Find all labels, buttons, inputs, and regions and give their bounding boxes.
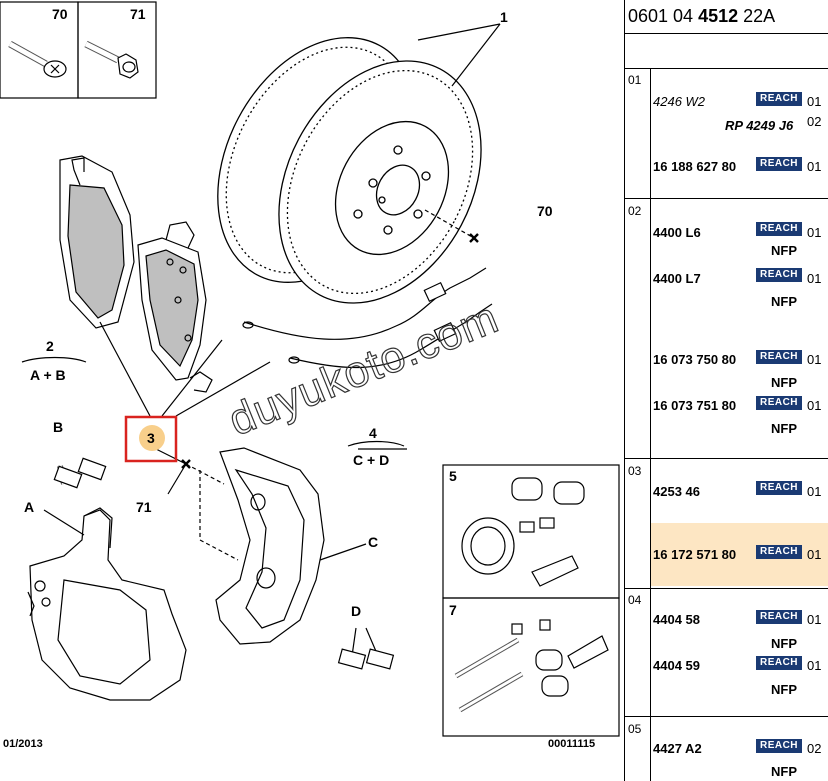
callout-a: A — [24, 499, 35, 515]
reach-badge: REACH — [756, 396, 802, 410]
document-reference: 0601 04 4512 22A — [628, 6, 775, 27]
nfp-note: NFP — [771, 294, 797, 309]
screw-70-icon — [8, 40, 67, 78]
callout-b: B — [53, 419, 64, 435]
group-divider — [650, 588, 651, 716]
part-ref[interactable]: 16 188 627 80 — [653, 159, 737, 174]
nfp-note: NFP — [771, 375, 797, 390]
reach-badge: REACH — [756, 610, 802, 624]
group-divider — [650, 716, 651, 781]
part-ref[interactable]: RP 4249 J6 — [725, 118, 794, 133]
parts-reference-panel: 0601 04 4512 22A 01 4246 W2 REACH 01 RP … — [624, 0, 828, 781]
part-ref[interactable]: 4253 46 — [653, 484, 700, 499]
exploded-parts-diagram: duyukoto.com 70 71 1 70 2 A + B 3 4 C + … — [0, 1, 620, 750]
bolts-d — [337, 627, 395, 670]
callout-2-sub: A + B — [30, 367, 66, 383]
callout-71: 71 — [136, 499, 152, 515]
reach-badge: REACH — [756, 481, 802, 495]
diagram-drawing — [0, 1, 620, 737]
group-number: 03 — [628, 464, 642, 478]
part-qty: 01 — [807, 484, 822, 499]
callout-70: 70 — [537, 203, 553, 219]
divider — [625, 68, 828, 69]
divider — [625, 458, 828, 459]
part-qty: 01 — [807, 398, 822, 413]
doc-suffix: 22A — [743, 6, 776, 26]
part-ref[interactable]: 4404 58 — [653, 612, 700, 627]
part-ref[interactable]: 4246 W2 — [653, 94, 706, 109]
callout-2: 2 — [46, 338, 54, 354]
brake-pad-outer — [59, 155, 135, 329]
part-ref[interactable]: 4400 L7 — [653, 271, 701, 286]
group-number: 04 — [628, 593, 642, 607]
part-ref[interactable]: 4427 A2 — [653, 741, 702, 756]
caliper-body-a — [27, 507, 187, 701]
callout-5: 5 — [449, 468, 457, 484]
reach-badge: REACH — [756, 350, 802, 364]
part-ref[interactable]: 16 073 750 80 — [653, 352, 737, 367]
highlight-box — [124, 415, 178, 463]
callout-71-box-label: 71 — [130, 6, 146, 22]
divider — [625, 716, 828, 717]
part-ref[interactable]: 4400 L6 — [653, 225, 701, 240]
part-qty: 01 — [807, 658, 822, 673]
part-qty: 01 — [807, 271, 822, 286]
reach-badge: REACH — [756, 739, 802, 753]
brake-disc — [217, 37, 482, 304]
callout-c: C — [368, 534, 379, 550]
reach-badge: REACH — [756, 545, 802, 559]
reach-badge: REACH — [756, 268, 802, 282]
part-qty: 01 — [807, 94, 822, 109]
callout-4: 4 — [369, 425, 377, 441]
wear-sensor-cables — [242, 267, 493, 369]
reach-badge: REACH — [756, 656, 802, 670]
group-divider — [650, 68, 651, 198]
divider — [625, 33, 828, 34]
reach-badge: REACH — [756, 92, 802, 106]
part-qty: 02 — [807, 114, 822, 129]
diagram-date: 01/2013 — [3, 738, 43, 750]
doc-prefix: 0601 04 — [628, 6, 694, 26]
callout-3: 3 — [147, 430, 155, 446]
part-qty: 01 — [807, 612, 822, 627]
nfp-note: NFP — [771, 636, 797, 651]
part-ref[interactable]: 16 172 571 80 — [653, 547, 737, 562]
part-ref[interactable]: 16 073 751 80 — [653, 398, 737, 413]
group-divider — [650, 198, 651, 458]
part-qty: 01 — [807, 159, 822, 174]
group-divider — [650, 458, 651, 588]
callout-3-circle — [139, 425, 165, 451]
screw-71-icon — [84, 40, 139, 79]
group-number: 02 — [628, 204, 642, 218]
drawing-number: 00011115 — [548, 738, 596, 750]
nfp-note: NFP — [771, 682, 797, 697]
nfp-note: NFP — [771, 421, 797, 436]
group-number: 05 — [628, 722, 642, 736]
part-ref[interactable]: 4404 59 — [653, 658, 700, 673]
screw-71-box — [77, 1, 157, 99]
part-qty: 01 — [807, 352, 822, 367]
part-qty: 01 — [807, 225, 822, 240]
reach-badge: REACH — [756, 157, 802, 171]
part-qty: 02 — [807, 741, 822, 756]
callout-d: D — [351, 603, 362, 619]
kit-7-box — [442, 597, 620, 737]
part-qty: 01 — [807, 547, 822, 562]
kit-5-parts — [461, 477, 585, 587]
callout-1: 1 — [500, 9, 508, 25]
reach-badge: REACH — [756, 222, 802, 236]
nfp-note: NFP — [771, 243, 797, 258]
callout-70-box-label: 70 — [52, 6, 68, 22]
brake-pad-inner — [137, 221, 213, 393]
callout-7: 7 — [449, 602, 457, 618]
nfp-note: NFP — [771, 764, 797, 779]
divider — [625, 198, 828, 199]
divider — [625, 588, 828, 589]
kit-7-parts — [454, 619, 609, 713]
bolts-b — [53, 457, 107, 489]
group-number: 01 — [628, 73, 642, 87]
callout-4-sub: C + D — [353, 452, 390, 468]
doc-bold: 4512 — [698, 6, 739, 26]
caliper-bracket-c — [215, 447, 325, 645]
